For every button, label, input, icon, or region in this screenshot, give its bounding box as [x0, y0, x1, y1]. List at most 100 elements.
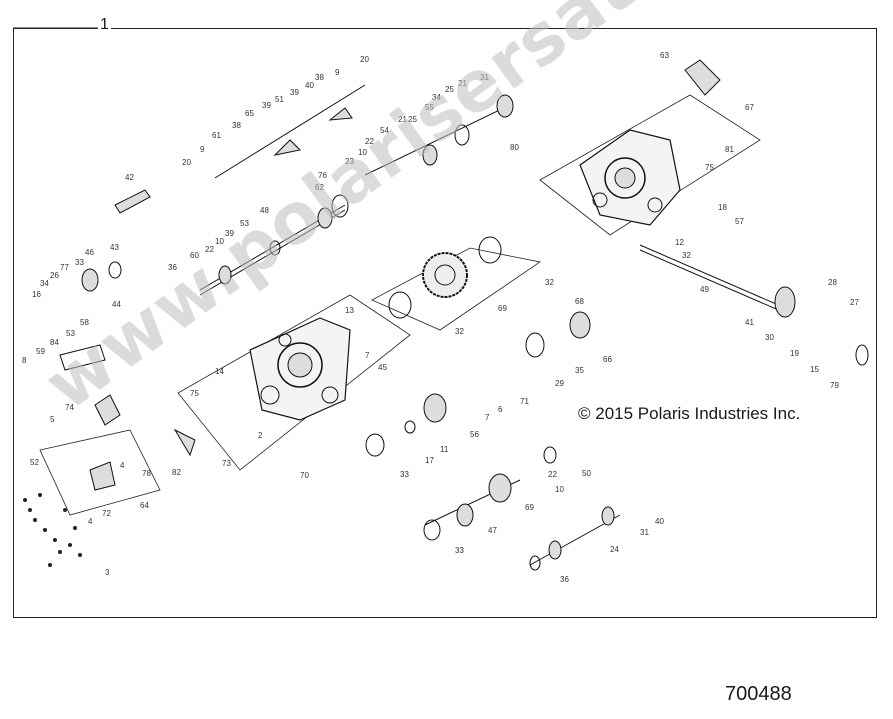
svg-text:25: 25 — [445, 85, 454, 94]
svg-text:6: 6 — [498, 405, 503, 414]
svg-text:4: 4 — [88, 517, 93, 526]
svg-text:30: 30 — [765, 333, 774, 342]
svg-text:26: 26 — [50, 271, 59, 280]
svg-text:48: 48 — [260, 206, 269, 215]
svg-text:46: 46 — [85, 248, 94, 257]
svg-text:35: 35 — [575, 366, 584, 375]
svg-text:63: 63 — [660, 51, 669, 60]
svg-text:62: 62 — [315, 183, 324, 192]
svg-text:39: 39 — [262, 101, 271, 110]
svg-text:67: 67 — [745, 103, 754, 112]
svg-text:39: 39 — [225, 229, 234, 238]
upper-shaft — [199, 194, 349, 296]
group-outline-left-cover — [39, 429, 161, 516]
svg-text:9: 9 — [335, 68, 340, 77]
assembly-callout: 1 — [98, 16, 111, 34]
svg-text:56: 56 — [470, 430, 479, 439]
svg-text:29: 29 — [555, 379, 564, 388]
svg-text:54: 54 — [380, 126, 389, 135]
svg-text:36: 36 — [560, 575, 569, 584]
svg-text:53: 53 — [66, 329, 75, 338]
svg-text:50: 50 — [582, 469, 591, 478]
svg-text:20: 20 — [360, 55, 369, 64]
svg-text:75: 75 — [190, 389, 199, 398]
svg-text:64: 64 — [140, 501, 149, 510]
svg-text:3: 3 — [105, 568, 110, 577]
diagram-frame — [13, 28, 877, 618]
svg-text:5: 5 — [50, 415, 55, 424]
svg-text:40: 40 — [305, 81, 314, 90]
svg-text:55: 55 — [425, 103, 434, 112]
svg-text:11: 11 — [440, 445, 449, 454]
svg-text:82: 82 — [172, 468, 181, 477]
middle-bearings — [365, 236, 591, 457]
svg-text:15: 15 — [810, 365, 819, 374]
shift-drum — [114, 189, 151, 214]
svg-text:47: 47 — [488, 526, 497, 535]
reverse-shaft — [529, 506, 621, 571]
shift-rod — [214, 84, 366, 179]
group-outline-rear-case — [539, 94, 761, 236]
svg-text:78: 78 — [142, 469, 151, 478]
svg-text:32: 32 — [545, 278, 554, 287]
svg-text:23: 23 — [345, 157, 354, 166]
svg-text:27: 27 — [850, 298, 859, 307]
svg-text:69: 69 — [498, 304, 507, 313]
svg-text:84: 84 — [50, 338, 59, 347]
svg-text:44: 44 — [112, 300, 121, 309]
svg-text:21: 21 — [398, 115, 407, 124]
svg-text:80: 80 — [510, 143, 519, 152]
svg-text:40: 40 — [655, 517, 664, 526]
svg-text:8: 8 — [22, 356, 27, 365]
main-case — [249, 317, 351, 421]
svg-text:38: 38 — [315, 73, 324, 82]
lower-gear-shaft — [423, 446, 557, 541]
svg-text:34: 34 — [432, 93, 441, 102]
svg-text:68: 68 — [575, 297, 584, 306]
svg-text:32: 32 — [455, 327, 464, 336]
copyright-notice: © 2015 Polaris Industries Inc. — [578, 404, 801, 423]
svg-text:77: 77 — [60, 263, 69, 272]
svg-text:69: 69 — [525, 503, 534, 512]
svg-text:53: 53 — [240, 219, 249, 228]
svg-text:33: 33 — [455, 546, 464, 555]
svg-text:73: 73 — [222, 459, 231, 468]
fastener-cluster — [23, 493, 82, 567]
svg-text:18: 18 — [718, 203, 727, 212]
svg-text:9: 9 — [200, 145, 205, 154]
output-shaft — [639, 244, 869, 366]
svg-text:25: 25 — [408, 115, 417, 124]
svg-text:45: 45 — [378, 363, 387, 372]
svg-text:10: 10 — [215, 237, 224, 246]
svg-text:72: 72 — [102, 509, 111, 518]
svg-text:71: 71 — [520, 397, 529, 406]
svg-text:12: 12 — [675, 238, 684, 247]
svg-text:22: 22 — [205, 245, 214, 254]
svg-text:16: 16 — [32, 290, 41, 299]
svg-text:33: 33 — [75, 258, 84, 267]
svg-text:10: 10 — [555, 485, 564, 494]
svg-text:41: 41 — [745, 318, 754, 327]
svg-text:58: 58 — [80, 318, 89, 327]
group-outline-main-case — [177, 294, 411, 471]
svg-text:65: 65 — [245, 109, 254, 118]
svg-text:21: 21 — [458, 79, 467, 88]
idler-shaft — [364, 94, 514, 176]
drawing-number: 700488 — [725, 683, 792, 705]
svg-text:7: 7 — [365, 351, 370, 360]
svg-text:14: 14 — [215, 367, 224, 376]
svg-text:42: 42 — [125, 173, 134, 182]
svg-text:81: 81 — [725, 145, 734, 154]
rear-case — [579, 129, 681, 226]
svg-text:60: 60 — [190, 251, 199, 260]
svg-text:19: 19 — [790, 349, 799, 358]
svg-text:70: 70 — [300, 471, 309, 480]
svg-text:34: 34 — [40, 279, 49, 288]
svg-text:17: 17 — [425, 456, 434, 465]
svg-text:59: 59 — [36, 347, 45, 356]
svg-text:75: 75 — [705, 163, 714, 172]
svg-text:24: 24 — [610, 545, 619, 554]
svg-text:39: 39 — [290, 88, 299, 97]
svg-text:49: 49 — [700, 285, 709, 294]
